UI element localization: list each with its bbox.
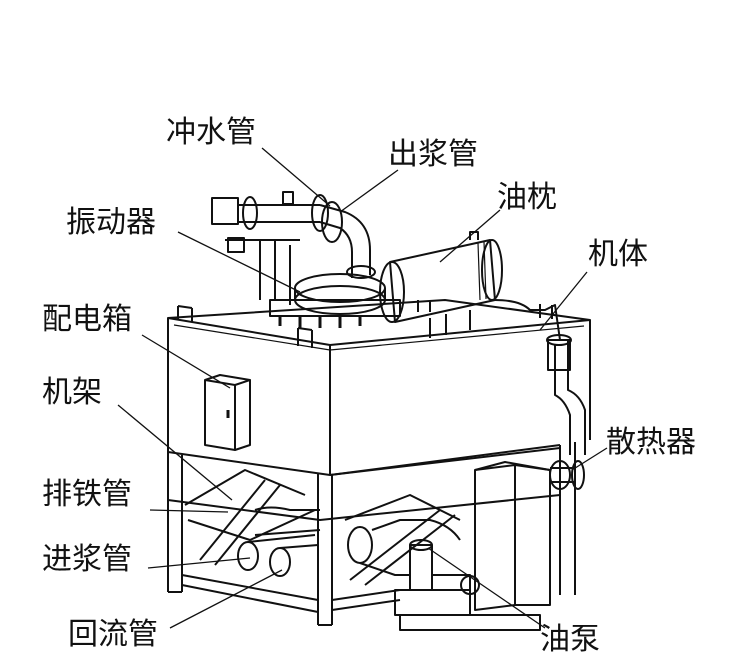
leader-machine-frame	[117, 404, 233, 501]
label-oil-pump: 油泵	[540, 622, 600, 657]
label-vibrator: 振动器	[66, 205, 156, 240]
vibrator-assembly	[225, 239, 401, 328]
machine-frame	[167, 442, 576, 626]
oil-pump	[394, 539, 541, 631]
label-distribution-box: 配电箱	[42, 302, 132, 337]
slurry-outlet-pipe	[319, 201, 376, 279]
label-slurry-outlet-pipe: 出浆管	[388, 137, 478, 172]
lower-pipes	[237, 506, 461, 577]
radiator	[474, 460, 585, 611]
machine-body	[167, 299, 591, 476]
flush-pipe	[211, 191, 329, 253]
leader-flush-pipe	[261, 147, 331, 207]
leader-distribution-box	[141, 334, 231, 389]
body-side-pipe	[494, 299, 586, 455]
distribution-box	[204, 374, 251, 451]
leader-iron-discharge-pipe	[149, 509, 229, 513]
leader-radiator	[571, 447, 608, 471]
label-return-pipe: 回流管	[68, 617, 158, 652]
label-radiator: 散热器	[606, 425, 696, 460]
label-oil-pillow: 油枕	[497, 180, 557, 215]
leader-slurry-inlet-pipe	[147, 557, 251, 569]
label-iron-discharge-pipe: 排铁管	[42, 477, 132, 512]
label-machine-body: 机体	[588, 237, 648, 272]
leader-return-pipe	[169, 569, 283, 629]
label-flush-pipe: 冲水管	[166, 115, 256, 150]
label-machine-frame: 机架	[42, 375, 102, 410]
leader-machine-body	[539, 271, 588, 331]
leader-slurry-outlet-pipe	[339, 169, 399, 213]
leader-oil-pillow	[439, 209, 501, 263]
oil-pillow	[379, 231, 503, 338]
leader-oil-pump	[427, 547, 546, 629]
label-slurry-inlet-pipe: 进浆管	[42, 542, 132, 577]
leader-vibrator	[177, 231, 301, 293]
leader-lines	[117, 147, 608, 629]
